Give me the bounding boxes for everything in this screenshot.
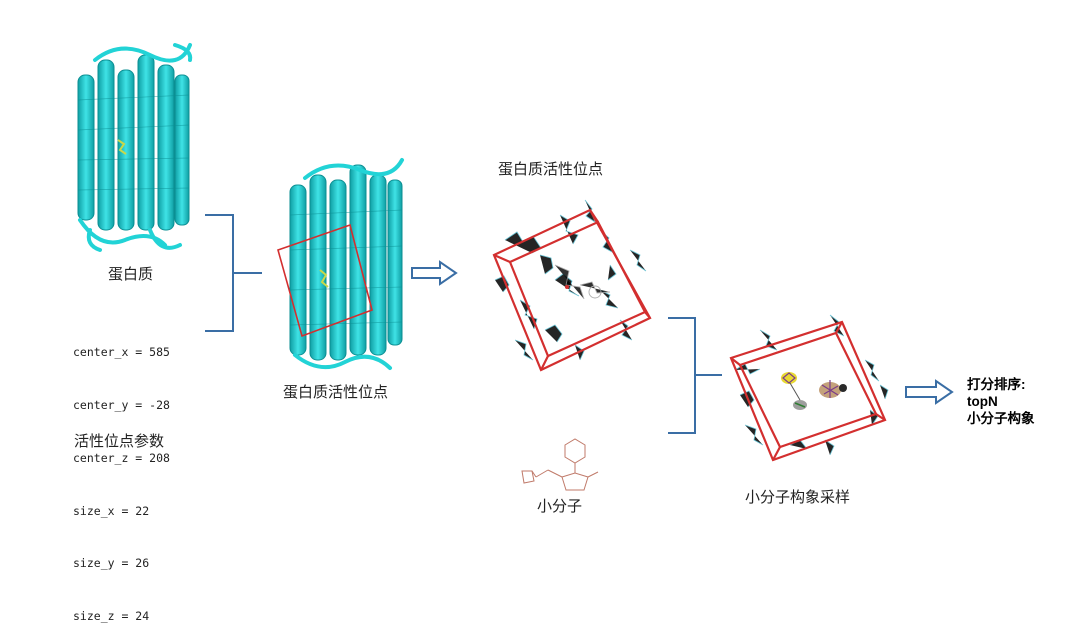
site-params-label: 活性位点参数 [74, 432, 165, 450]
workflow-diagram [77, 43, 954, 491]
small-molecule-label: 小分子 [537, 497, 583, 515]
arrow-to-site [411, 260, 458, 286]
conformer-sampling-image [729, 314, 889, 462]
conformer-sampling-label: 小分子构象采样 [745, 488, 851, 506]
result-line-score: 打分排序: [967, 377, 1026, 392]
param-line: size_z = 24 [73, 609, 150, 624]
protein-with-site-image [277, 158, 404, 370]
arrow-to-result [905, 379, 954, 405]
bracket-left [205, 214, 262, 332]
param-line: size_y = 26 [73, 556, 150, 571]
site-params-list: center_x = 585 center_y = -28 center_z =… [73, 309, 170, 643]
protein-structure-image [77, 43, 193, 252]
param-line: size_x = 22 [73, 503, 150, 518]
result-line-topn: topN [967, 394, 998, 409]
result-text: 打分排序: topN 小分子构象 [967, 376, 1035, 427]
active-site-box-image [492, 199, 652, 372]
result-line-conformer: 小分子构象 [967, 411, 1035, 426]
small-molecule-structure-image [521, 438, 599, 491]
param-line: center_z = 208 [73, 450, 170, 465]
param-line: center_x = 585 [73, 345, 170, 360]
protein-label: 蛋白质 [108, 265, 154, 283]
protein-site-top-label: 蛋白质活性位点 [498, 160, 604, 178]
bracket-right [668, 317, 722, 434]
protein-site-label: 蛋白质活性位点 [283, 383, 389, 401]
param-line: center_y = -28 [73, 397, 170, 412]
